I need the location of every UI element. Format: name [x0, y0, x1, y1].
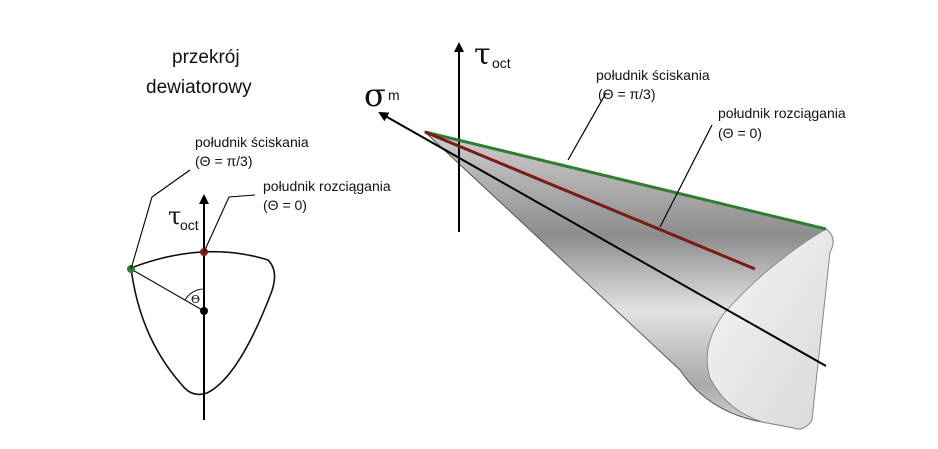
right-compression-angle: (Θ = π/3)	[598, 86, 656, 102]
center-point	[200, 307, 208, 315]
left-tension-label: południk rozciągania	[263, 178, 391, 194]
sigma-symbol: σ	[364, 76, 386, 114]
compression-meridian	[424, 130, 827, 231]
left-tau-symbol: τ	[168, 202, 181, 230]
deviatoric-section: przekrój dewiatorowy τ oct Θ południk śc…	[127, 47, 391, 420]
tension-meridian	[424, 130, 756, 271]
compression-radius	[130, 268, 205, 312]
left-tau-subscript: oct	[180, 217, 199, 233]
right-tension-leader	[659, 124, 713, 228]
left-compression-angle: (Θ = π/3)	[195, 153, 253, 169]
hydrostatic-axis	[378, 112, 827, 367]
left-tension-angle: (Θ = 0)	[263, 197, 307, 213]
sigma-subscript: m	[388, 87, 400, 103]
theta-arc	[184, 288, 205, 301]
cone-cap	[706, 228, 834, 430]
right-tension-label: południk rozciągania	[718, 105, 846, 121]
right-tension-angle: (Θ = 0)	[718, 125, 762, 141]
left-compression-label: południk ściskania	[195, 134, 309, 150]
compression-leader	[130, 169, 191, 270]
right-tau-symbol: τ	[474, 37, 491, 72]
right-compression-label: południk ściskania	[596, 67, 710, 83]
tension-leader	[203, 194, 256, 253]
right-tau-subscript: oct	[492, 55, 511, 71]
left-title-line2: dewiatorowy	[146, 77, 252, 98]
theta-label: Θ	[191, 293, 200, 306]
right-compression-leader	[567, 92, 607, 161]
deviatoric-shape	[130, 250, 276, 396]
left-title-line1: przekrój	[172, 47, 240, 68]
meridian-cone-view: τ oct σ m południk ściskania (Θ = π/3) p…	[364, 37, 846, 430]
